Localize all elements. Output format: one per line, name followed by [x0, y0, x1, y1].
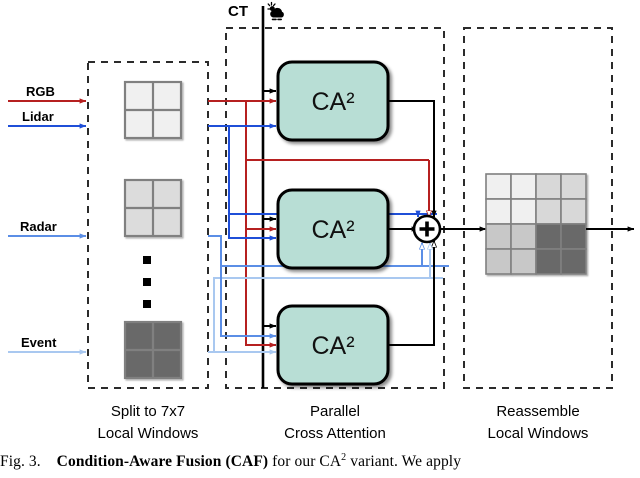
window-grid-radar — [123, 178, 183, 238]
stage-caption-reassemble-line1: Reassemble — [496, 403, 579, 420]
reassembled-cell — [535, 173, 562, 200]
reassembled-cell — [535, 198, 562, 225]
stage-caption-split-line2: Local Windows — [98, 425, 199, 442]
stage-box-parallel — [225, 27, 445, 389]
reassembled-cell — [485, 223, 512, 250]
reassembled-cell — [510, 248, 537, 275]
stage-box-split — [87, 61, 209, 389]
figure-caption-tail: variant. We apply — [350, 453, 462, 471]
condition-token-label: CT — [228, 3, 248, 20]
ca2-block-bottom-label: CA² — [311, 332, 354, 360]
reassembled-window-grid — [485, 173, 587, 275]
figure-caption-bold: Condition-Aware Fusion (CAF) — [56, 453, 269, 471]
lidar-to-ca2-middle — [228, 214, 277, 241]
reassembled-cell — [485, 248, 512, 275]
input-label-event: Event — [21, 335, 57, 350]
ca2-block-middle[interactable]: CA² — [276, 188, 390, 270]
fusion-weight-arrows — [415, 160, 437, 278]
figure-caption-mid: for our CA — [272, 453, 342, 471]
stage-caption-split-line1: Split to 7x7 — [111, 403, 185, 420]
input-arrows — [8, 98, 87, 355]
reassembled-cell — [560, 198, 587, 225]
stage-caption-reassemble-line2: Local Windows — [488, 425, 589, 442]
radar-to-ca2-bottom — [220, 266, 277, 339]
event-feedback-run — [208, 277, 443, 353]
stage-boundaries — [87, 27, 613, 389]
figure-caption-superscript: 2 — [341, 452, 347, 463]
reassembled-cell — [560, 248, 587, 275]
window-grid-rgb — [123, 80, 183, 140]
figure-caption: Fig. 3. Condition-Aware Fusion (CAF) for… — [0, 452, 640, 478]
ca2-top-output — [388, 100, 437, 218]
reassembled-cell — [510, 173, 537, 200]
ca2-bottom-output — [388, 241, 434, 346]
stage-box-reassemble — [463, 27, 613, 389]
input-label-rgb: RGB — [26, 84, 55, 99]
reassembled-cell — [510, 223, 537, 250]
ct-feed-arrows — [263, 88, 277, 329]
reassembled-cell — [485, 173, 512, 200]
reassembled-cell — [485, 198, 512, 225]
reassembled-cell — [510, 198, 537, 225]
window-grid-event — [123, 320, 183, 380]
caf-architecture-diagram: RGB Lidar Radar Event — [8, 1, 635, 442]
summation-node — [412, 214, 442, 244]
reassembled-cell — [535, 223, 562, 250]
stage-caption-parallel-line2: Cross Attention — [284, 425, 386, 442]
summation-plus-glyph — [419, 221, 435, 237]
figure-number: Fig. 3. — [0, 453, 41, 471]
split-window-grids — [123, 80, 183, 380]
rgb-to-ca2-bottom — [245, 229, 277, 348]
input-label-radar: Radar — [20, 219, 57, 234]
input-label-lidar: Lidar — [22, 109, 54, 124]
sun-behind-cloud-icon — [267, 1, 284, 21]
ca2-block-top[interactable]: CA² — [276, 60, 390, 142]
reassembled-cell — [535, 248, 562, 275]
ca2-block-top-label: CA² — [311, 88, 354, 116]
stage-caption-parallel-line1: Parallel — [310, 403, 360, 420]
ca2-block-middle-label: CA² — [311, 216, 354, 244]
ca2-block-bottom[interactable]: CA² — [276, 304, 390, 386]
reassembled-cell — [560, 173, 587, 200]
reassembled-cell — [560, 223, 587, 250]
vertical-ellipsis — [143, 256, 151, 308]
